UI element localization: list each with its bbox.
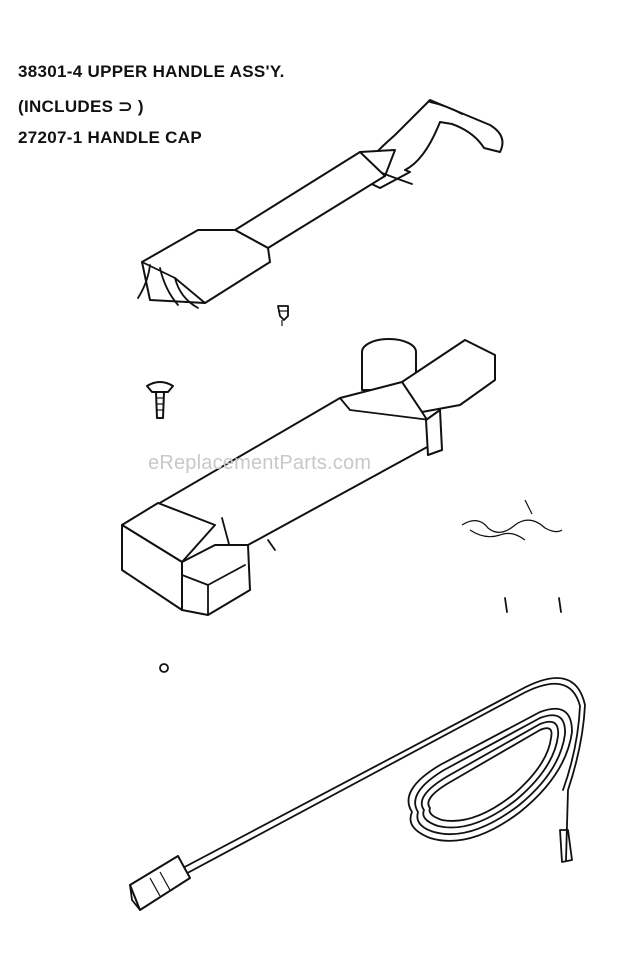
small-screw-part	[277, 305, 289, 326]
upper-handle-part	[137, 99, 504, 309]
spring-clip-part	[461, 499, 563, 541]
retaining-ring-part	[159, 663, 169, 673]
coiled-cord-part	[407, 707, 573, 842]
includes-label: (INCLUDES ⊃ )	[18, 97, 144, 116]
large-screw-part	[146, 381, 174, 419]
cord-plug-part	[129, 855, 191, 911]
pins-part	[504, 597, 562, 613]
power-cord-part	[129, 677, 586, 911]
handle-base-housing-part	[121, 338, 496, 616]
upper-handle-assembly-label: 38301-4 UPPER HANDLE ASS'Y.	[18, 62, 285, 81]
handle-cap-label: 27207-1 HANDLE CAP	[18, 128, 202, 147]
watermark: eReplacementParts.com	[148, 452, 372, 474]
